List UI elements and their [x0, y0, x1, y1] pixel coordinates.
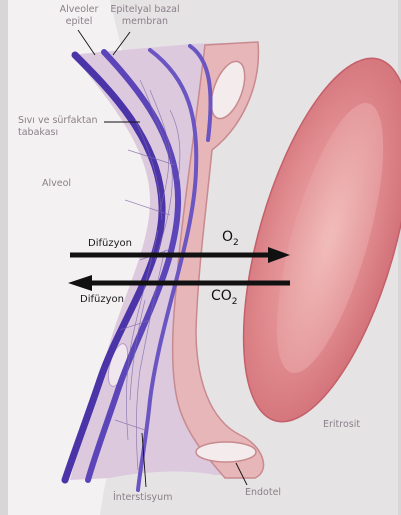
o2-symbol-subscript: 2 — [233, 238, 239, 248]
label-interstitium: İnterstisyum — [113, 492, 172, 504]
label-basal-membrane-line1: Epitelyal bazal — [110, 4, 179, 16]
o2-symbol: O2 — [222, 229, 239, 248]
o2-diffusion-label: Difüzyon — [88, 238, 132, 249]
co2-symbol: CO2 — [211, 288, 238, 307]
co2-diffusion-label: Difüzyon — [80, 294, 124, 305]
co2-symbol-subscript: 2 — [232, 297, 238, 307]
label-endothelium: Endotel — [245, 487, 281, 499]
o2-symbol-text: O — [222, 229, 233, 245]
label-basal-membrane-line2: membran — [110, 16, 179, 28]
label-fluid-surfactant: Sıvı ve sürfaktan tabakası — [18, 115, 98, 139]
label-fluid-surfactant-line2: tabakası — [18, 127, 98, 139]
label-alveolar-epithelium-line2: epitel — [60, 16, 99, 28]
label-alveolar-epithelium-line1: Alveoler — [60, 4, 99, 16]
co2-symbol-text: CO — [211, 288, 232, 304]
label-fluid-surfactant-line1: Sıvı ve sürfaktan — [18, 115, 98, 127]
label-alveolus: Alveol — [42, 178, 71, 190]
label-basal-membrane: Epitelyal bazal membran — [110, 4, 179, 28]
endothelial-vacuole-bottom — [196, 442, 256, 462]
label-erythrocyte: Eritrosit — [323, 419, 360, 431]
label-alveolar-epithelium: Alveoler epitel — [60, 4, 99, 28]
